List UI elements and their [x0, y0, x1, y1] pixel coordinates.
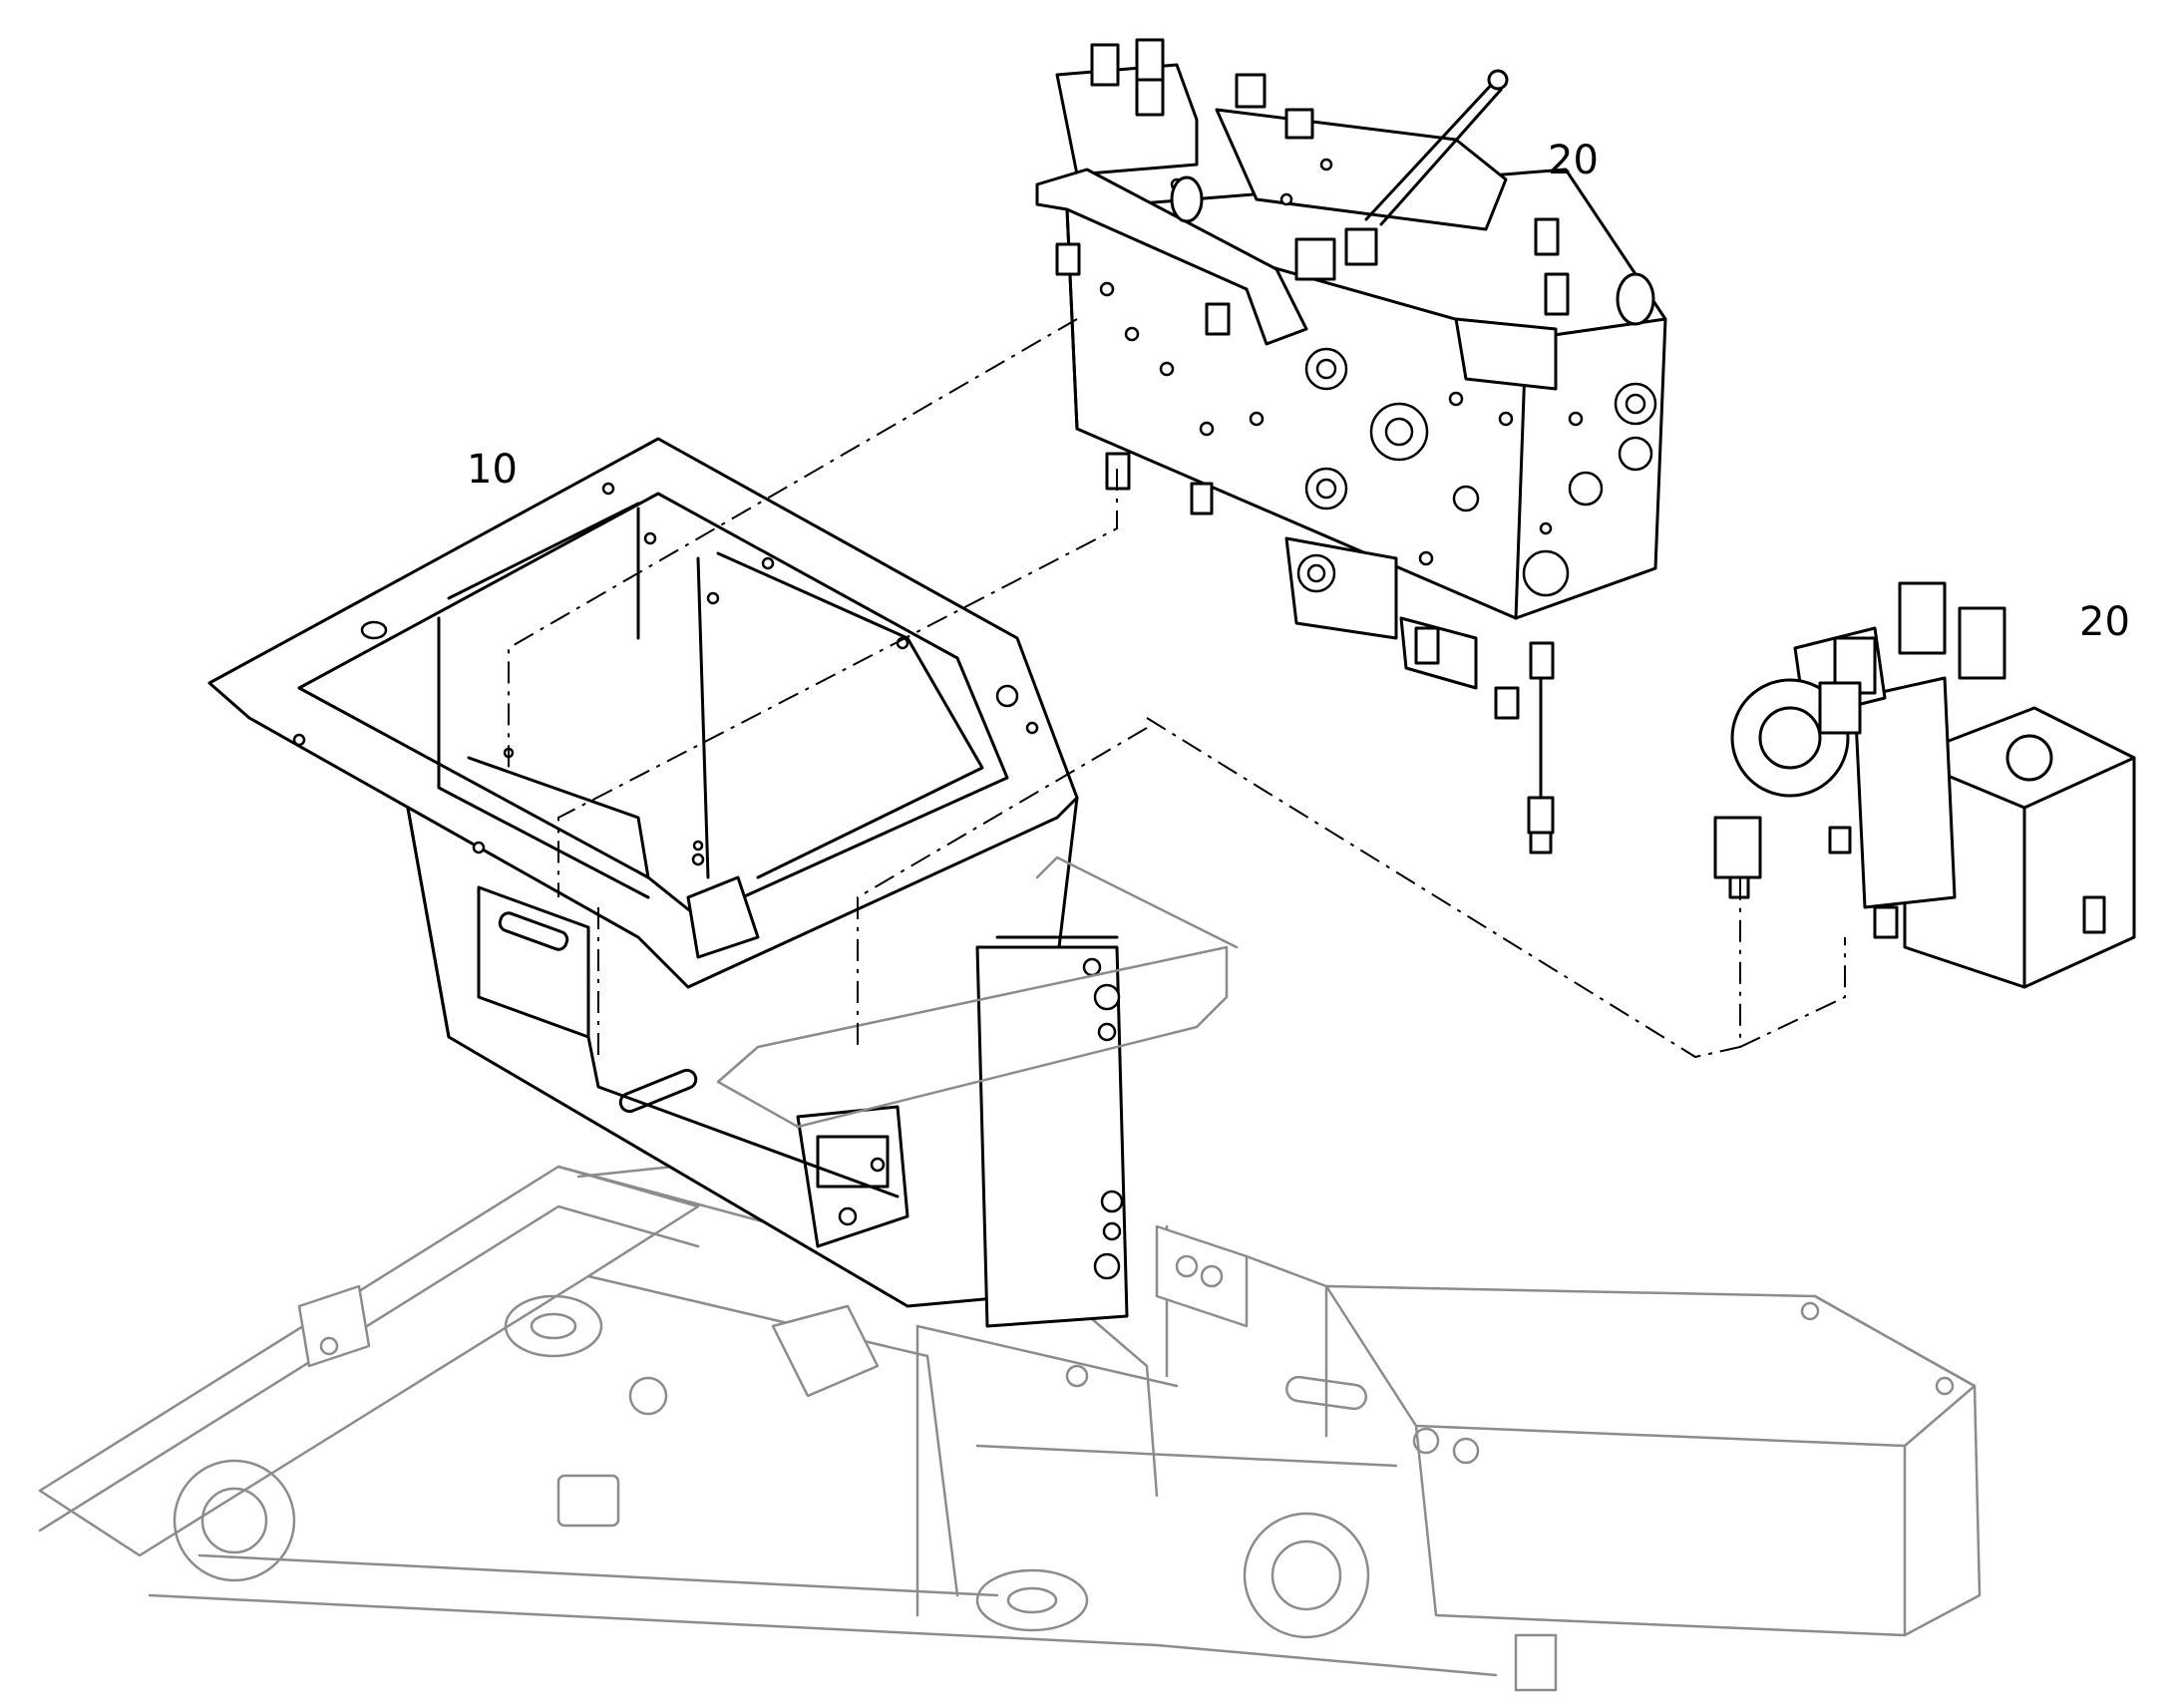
- housing-support-box: [207, 437, 1239, 1328]
- valve-block-assembly: [1035, 38, 1667, 854]
- chassis-frame: [38, 1135, 1982, 1692]
- callout-valve-tank-unit: 20: [2079, 599, 2130, 645]
- valve-tank-unit: [1713, 581, 2136, 989]
- callout-housing: 10: [467, 447, 518, 493]
- callout-valve-block: 20: [1548, 138, 1599, 183]
- assembly-leader-lines: [508, 318, 1846, 1059]
